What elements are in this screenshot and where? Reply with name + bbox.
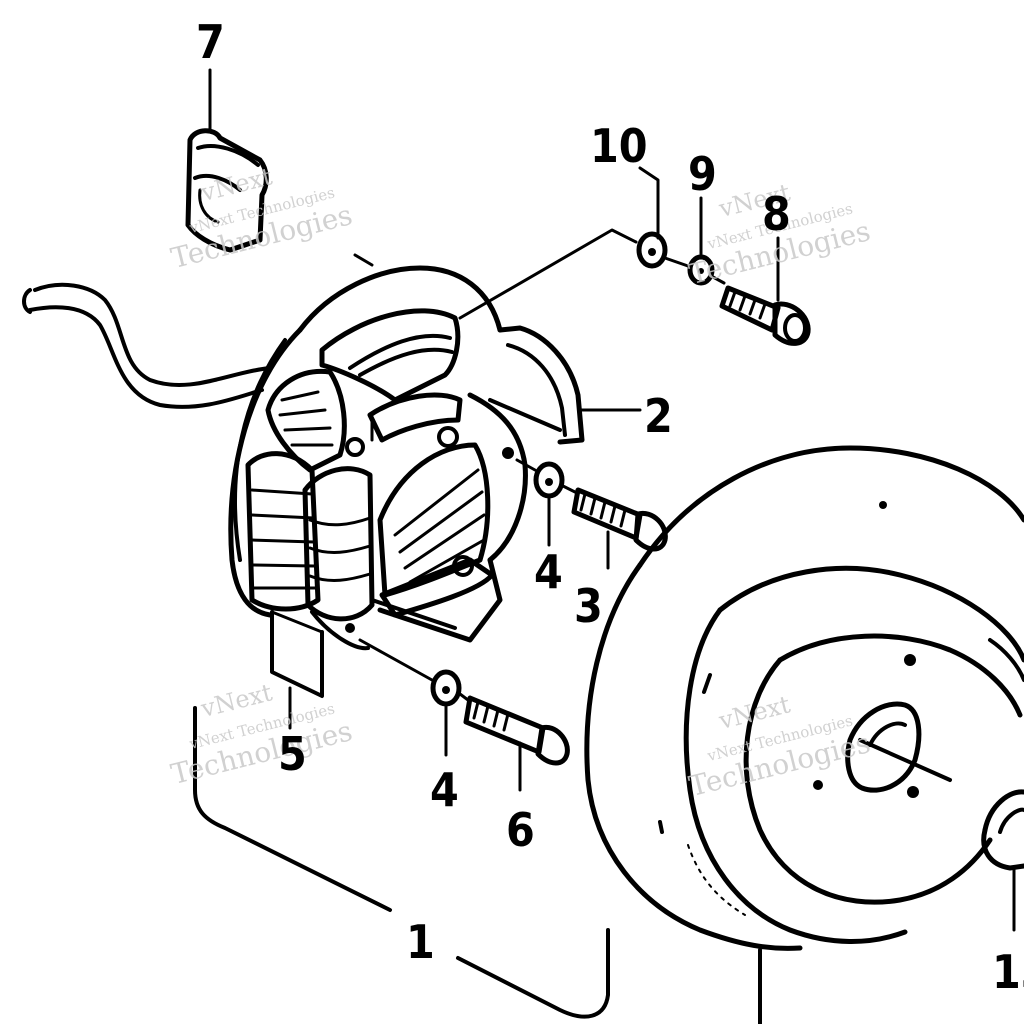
center-coil (377, 442, 495, 618)
cable-grommet (270, 610, 324, 698)
flywheel-rotor (584, 445, 1024, 1024)
callout-9: 9 (688, 147, 717, 201)
callout-10: 10 (590, 119, 648, 173)
washer-4-upper (533, 461, 565, 499)
callout-3: 3 (574, 579, 603, 633)
washer-4-lower (430, 669, 462, 707)
callout-2: 2 (644, 389, 673, 443)
wire-cover (185, 128, 269, 253)
callout-4-lower: 4 (430, 763, 459, 817)
callout-6: 6 (506, 803, 535, 857)
callout-13: 13 (992, 945, 1024, 999)
watermark-top-left: vNext vNext Technologies Technologies (168, 162, 356, 275)
washer-13 (981, 789, 1024, 871)
watermark-bottom-left: vNext vNext Technologies Technologies (168, 678, 356, 791)
callout-labels: 7 10 9 8 2 4 3 5 4 6 1 13 (196, 15, 1024, 999)
upper-coil (319, 308, 463, 443)
left-coil (265, 368, 347, 473)
wire-harness (22, 282, 272, 409)
stator-base-plate (228, 265, 585, 643)
callout-7: 7 (196, 15, 225, 69)
screw-8 (719, 285, 811, 346)
callout-4-upper: 4 (534, 545, 563, 599)
callout-1: 1 (406, 915, 435, 969)
leader-lines (193, 68, 1016, 1019)
callout-8: 8 (762, 187, 791, 241)
bolt-6 (463, 695, 570, 766)
pickup-coil (302, 466, 375, 651)
callout-5: 5 (278, 727, 307, 781)
bolt-3 (571, 487, 668, 552)
watermark-top-right: vNext vNext Technologies Technologies (686, 178, 874, 291)
washer-10 (636, 231, 668, 269)
